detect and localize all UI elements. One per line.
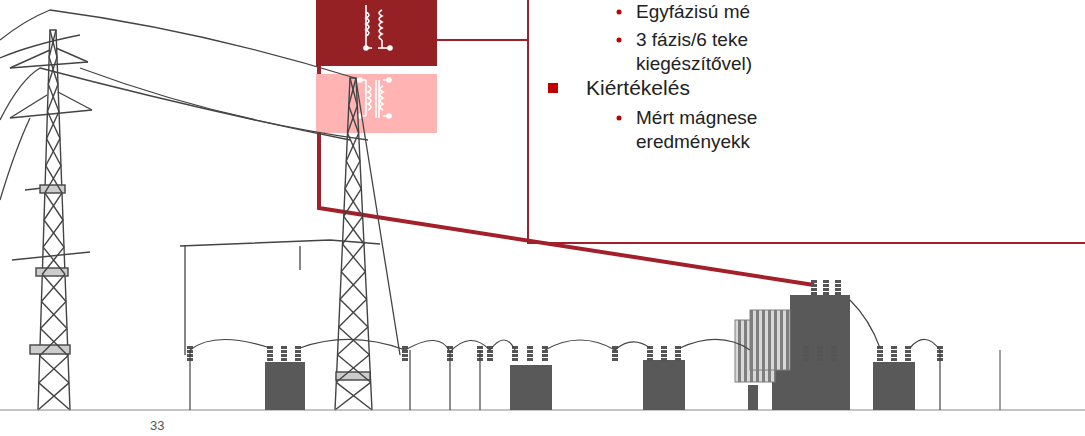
page-number: 33 <box>150 418 190 434</box>
bullet-text: 3 fázis/6 teke kiegészítővel) <box>636 28 796 76</box>
bullet-dot <box>617 10 622 15</box>
transformer-symbol-box <box>316 74 437 133</box>
bullet-square <box>548 83 558 93</box>
bullet-dot <box>617 38 622 43</box>
bullet-text: Kiértékelés <box>586 76 786 100</box>
substation-equipment <box>265 295 915 410</box>
bullet-dot <box>617 116 622 121</box>
transmission-tower <box>180 78 380 410</box>
bus-wire <box>190 300 940 410</box>
bushing-insulator <box>187 280 943 361</box>
feeder-line <box>1000 350 1001 410</box>
bullet-text: Mért mágnese eredményekk <box>636 106 774 154</box>
transformer-symbol-box <box>316 0 437 66</box>
bullet-text: Egyfázisú mé <box>636 0 876 24</box>
transmission-tower <box>10 30 92 410</box>
